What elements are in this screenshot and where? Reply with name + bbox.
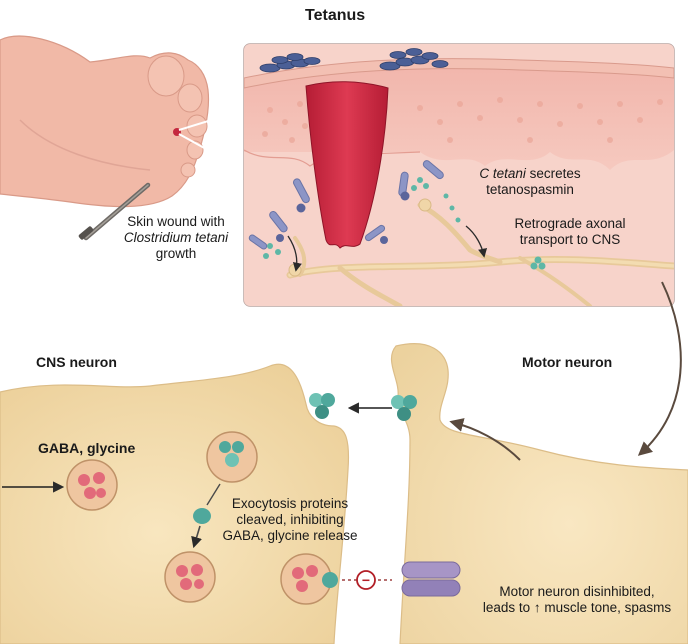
- toxin-cleaving: [193, 508, 211, 524]
- toxin-cleft-right: [391, 395, 417, 421]
- vesicle-gaba: [66, 459, 118, 511]
- exocytosis-label-line1: Exocytosis proteins: [231, 496, 349, 511]
- foot-illustration: [0, 35, 245, 208]
- receptor: [401, 561, 461, 597]
- disinhibited-label: Motor neuron disinhibited, leads to ↑ mu…: [470, 584, 684, 616]
- diagram-title: Tetanus: [305, 7, 366, 24]
- disinhibited-label-line2: leads to ↑ muscle tone, spasms: [482, 600, 672, 615]
- wound-label-line3: growth: [155, 246, 197, 261]
- wound-label-line1: Skin wound with: [127, 214, 225, 229]
- wound-label: Skin wound with Clostridium tetani growt…: [116, 214, 236, 262]
- exocytosis-label-line3: GABA, glycine release: [222, 528, 358, 543]
- motor-arrow: [449, 418, 521, 461]
- cns-neuron-shape: [0, 363, 350, 644]
- transport-arrow: [637, 281, 682, 456]
- vesicle-gaba-lower: [164, 551, 216, 603]
- cns-neuron-label: CNS neuron: [36, 354, 117, 370]
- vesicle-toxin-entry: [206, 431, 258, 483]
- cleave-arrow: [191, 525, 202, 549]
- motor-neuron-label: Motor neuron: [522, 354, 613, 370]
- toxin-cleft-left: [309, 393, 335, 419]
- secretes-label-organism: C tetani: [479, 166, 526, 181]
- secretes-label-toxin: tetanospasmin: [486, 182, 574, 197]
- disinhibited-label-line1: Motor neuron disinhibited,: [499, 584, 655, 599]
- secretes-label-verb: secretes: [525, 166, 581, 181]
- nail-illustration: [78, 182, 151, 241]
- inhibit-symbol: −: [362, 572, 370, 588]
- secretes-label: C tetani secretes tetanospasmin: [460, 166, 600, 198]
- gaba-label: GABA, glycine: [38, 440, 136, 456]
- exocytosis-label-line2: cleaved, inhibiting: [236, 512, 344, 527]
- transport-label-line1: Retrograde axonal: [514, 216, 626, 231]
- wound-label-line2: Clostridium tetani: [123, 230, 229, 245]
- exocytosis-label: Exocytosis proteins cleaved, inhibiting …: [210, 496, 370, 544]
- transport-label: Retrograde axonal transport to CNS: [500, 216, 640, 248]
- transport-label-line2: transport to CNS: [519, 232, 621, 247]
- skin-section-panel: [243, 43, 675, 307]
- toxin-blocking: [322, 572, 338, 588]
- inhibit-symbol-circle: [356, 570, 376, 590]
